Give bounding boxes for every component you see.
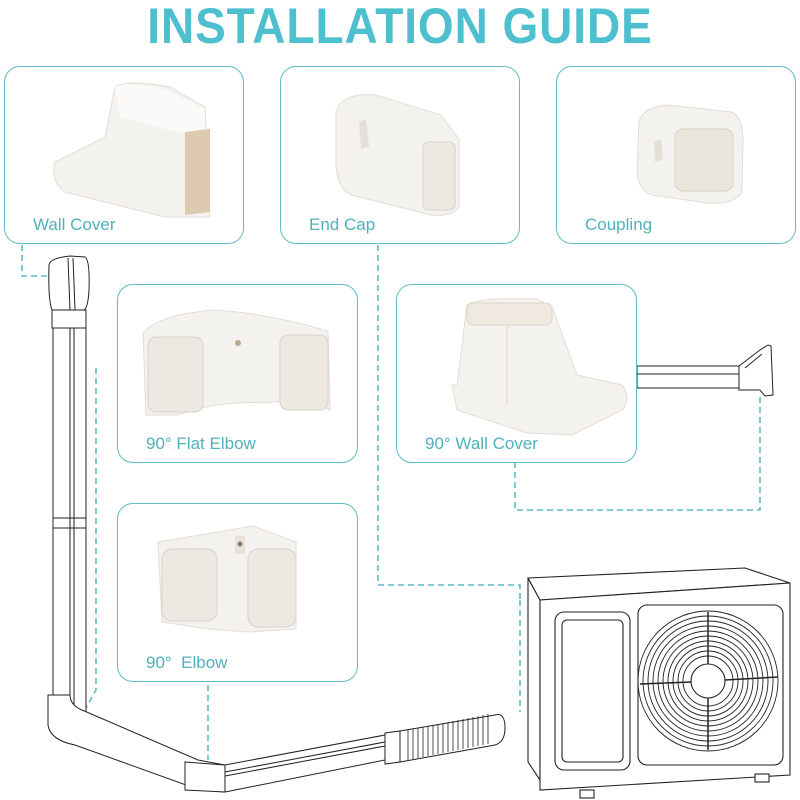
end-cap-icon [335,94,460,216]
part-label: End Cap [309,215,376,234]
part-card-wall-cover-90: 90° Wall Cover [396,284,637,463]
part-label: 90° Elbow [146,653,228,672]
vertical-duct [48,255,90,724]
part-card-elbow-90: 90° Elbow [117,503,358,682]
elbow-90-icon [157,525,297,633]
part-card-coupling: Coupling [556,66,796,244]
dashed-leader-lines [21,245,761,760]
coupling-icon [636,104,744,204]
ac-unit-icon [527,567,791,799]
part-card-end-cap: End Cap [280,66,520,244]
part-label: 90° Flat Elbow [146,434,256,453]
part-card-flat-elbow: 90° Flat Elbow [117,284,358,463]
part-card-wall-cover: Wall Cover [4,66,244,244]
bottom-duct [47,694,506,793]
part-label: Wall Cover [33,215,116,234]
part-label: Coupling [585,215,653,234]
page-title: INSTALLATION GUIDE [147,0,653,54]
wall-cover-90-icon [451,298,628,436]
wall-bracket [636,344,774,397]
part-label: 90° Wall Cover [425,434,538,453]
flat-elbow-icon [142,309,331,416]
wall-cover-icon [53,82,211,218]
